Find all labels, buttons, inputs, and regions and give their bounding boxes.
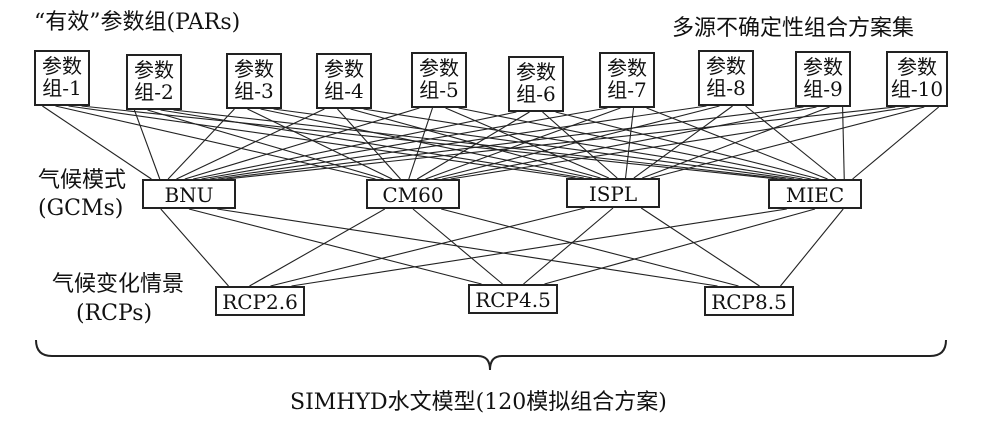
link-par-to-gcm (842, 106, 845, 180)
par-box-bottom: 组-3 (234, 79, 274, 103)
gcm-box-ispl: ISPL (566, 178, 660, 208)
rcp-section-label-line1: 气候变化情景 (52, 272, 185, 297)
link-gcm-to-rcp (217, 208, 718, 287)
link-par-to-gcm (408, 107, 433, 180)
link-gcm-to-rcp (780, 208, 844, 287)
par-box-2: 参数 组-2 (126, 54, 182, 110)
link-gcm-to-rcp (188, 208, 482, 285)
par-box-top: 参数 (234, 57, 274, 81)
par-box-bottom: 组-10 (890, 77, 944, 101)
link-par-to-gcm (433, 105, 720, 180)
par-box-top: 参数 (803, 55, 843, 79)
pars-title: “有效”参数组(PARs) (34, 10, 241, 35)
link-par-to-gcm (642, 106, 830, 179)
link-par-to-gcm (193, 111, 517, 180)
link-gcm-to-rcp (270, 207, 585, 287)
link-par-to-gcm (167, 108, 235, 180)
par-box-6: 参数 组-6 (508, 56, 564, 112)
link-par-to-gcm (337, 108, 401, 180)
par-box-9: 参数 组-9 (795, 51, 851, 107)
par-box-bottom: 组-4 (324, 79, 364, 103)
link-par-to-gcm (450, 106, 910, 180)
par-box-bottom: 组-8 (706, 76, 746, 100)
link-par-to-gcm (81, 105, 778, 180)
par-box-bottom: 组-1 (42, 76, 82, 100)
par-box-1: 参数 组-1 (34, 50, 90, 106)
gcm-section-label-line1: 气候模式 (38, 168, 127, 193)
par-box-8: 参数 组-8 (698, 50, 754, 106)
link-par-to-gcm (273, 108, 795, 180)
link-gcm-to-rcp (160, 208, 229, 287)
link-par-to-gcm (363, 108, 803, 180)
link-par-to-gcm (160, 109, 584, 179)
par-box-bottom: 组-5 (419, 78, 459, 102)
rcp-section-label-line2: (RCPs) (76, 301, 153, 326)
par-box-top: 参数 (134, 58, 174, 82)
link-gcm-to-rcp (291, 208, 787, 287)
link-par-to-gcm (68, 105, 576, 179)
link-par-to-gcm (184, 107, 420, 180)
link-par-to-gcm (646, 107, 828, 180)
link-par-to-gcm (209, 105, 707, 180)
link-gcm-to-rcp (412, 208, 503, 285)
par-box-10: 参数 组-10 (886, 51, 948, 107)
link-par-to-gcm (218, 106, 804, 180)
par-box-5: 参数 组-5 (411, 52, 467, 108)
link-gcm-to-rcp (523, 207, 614, 285)
gcm-box-cm60: CM60 (366, 179, 460, 209)
link-par-to-gcm (852, 106, 940, 180)
link-par-to-gcm (201, 107, 608, 180)
link-par-to-gcm (416, 111, 530, 180)
par-box-7: 参数 组-7 (599, 52, 655, 108)
par-box-top: 参数 (607, 56, 647, 80)
link-par-to-gcm (55, 105, 376, 180)
combination-set-title: 多源不确定性组合方案集 (672, 16, 915, 41)
rcp-box-4-5: RCP4.5 (468, 284, 558, 314)
link-par-to-gcm (226, 106, 896, 180)
gcm-section-label-line2: (GCMs) (38, 196, 124, 221)
par-box-bottom: 组-2 (134, 80, 174, 104)
link-par-to-gcm (147, 109, 384, 180)
link-gcm-to-rcp (640, 207, 760, 287)
gcm-box-miec: MIEC (768, 179, 862, 209)
rcp-box-8-5: RCP8.5 (704, 286, 794, 316)
link-par-to-gcm (260, 108, 593, 179)
link-gcm-to-rcp (441, 208, 739, 287)
link-par-to-gcm (445, 107, 610, 179)
par-box-top: 参数 (897, 55, 937, 79)
par-box-bottom: 组-9 (803, 77, 843, 101)
link-par-to-gcm (425, 107, 621, 180)
link-par-to-gcm (650, 106, 925, 179)
par-box-top: 参数 (42, 54, 82, 78)
par-box-top: 参数 (516, 60, 556, 84)
link-par-to-gcm (176, 108, 325, 180)
link-par-to-gcm (247, 108, 393, 180)
par-box-bottom: 组-7 (607, 78, 647, 102)
link-gcm-to-rcp (544, 208, 816, 285)
par-box-4: 参数 组-4 (316, 53, 372, 109)
footer-caption: SIMHYD水文模型(120模拟组合方案) (290, 390, 667, 415)
par-box-top: 参数 (419, 56, 459, 80)
link-gcm-to-rcp (249, 208, 386, 287)
link-par-to-gcm (542, 111, 618, 179)
rcp-box-2-6: RCP2.6 (215, 286, 305, 316)
par-box-3: 参数 组-3 (226, 53, 282, 109)
link-par-to-gcm (133, 109, 161, 180)
link-par-to-gcm (555, 111, 820, 180)
par-box-bottom: 组-6 (516, 82, 556, 106)
par-box-top: 参数 (706, 54, 746, 78)
link-par-to-gcm (442, 106, 817, 180)
gcm-box-bnu: BNU (142, 179, 236, 209)
par-box-top: 参数 (324, 57, 364, 81)
link-par-to-gcm (350, 108, 601, 179)
link-par-to-gcm (42, 105, 152, 180)
